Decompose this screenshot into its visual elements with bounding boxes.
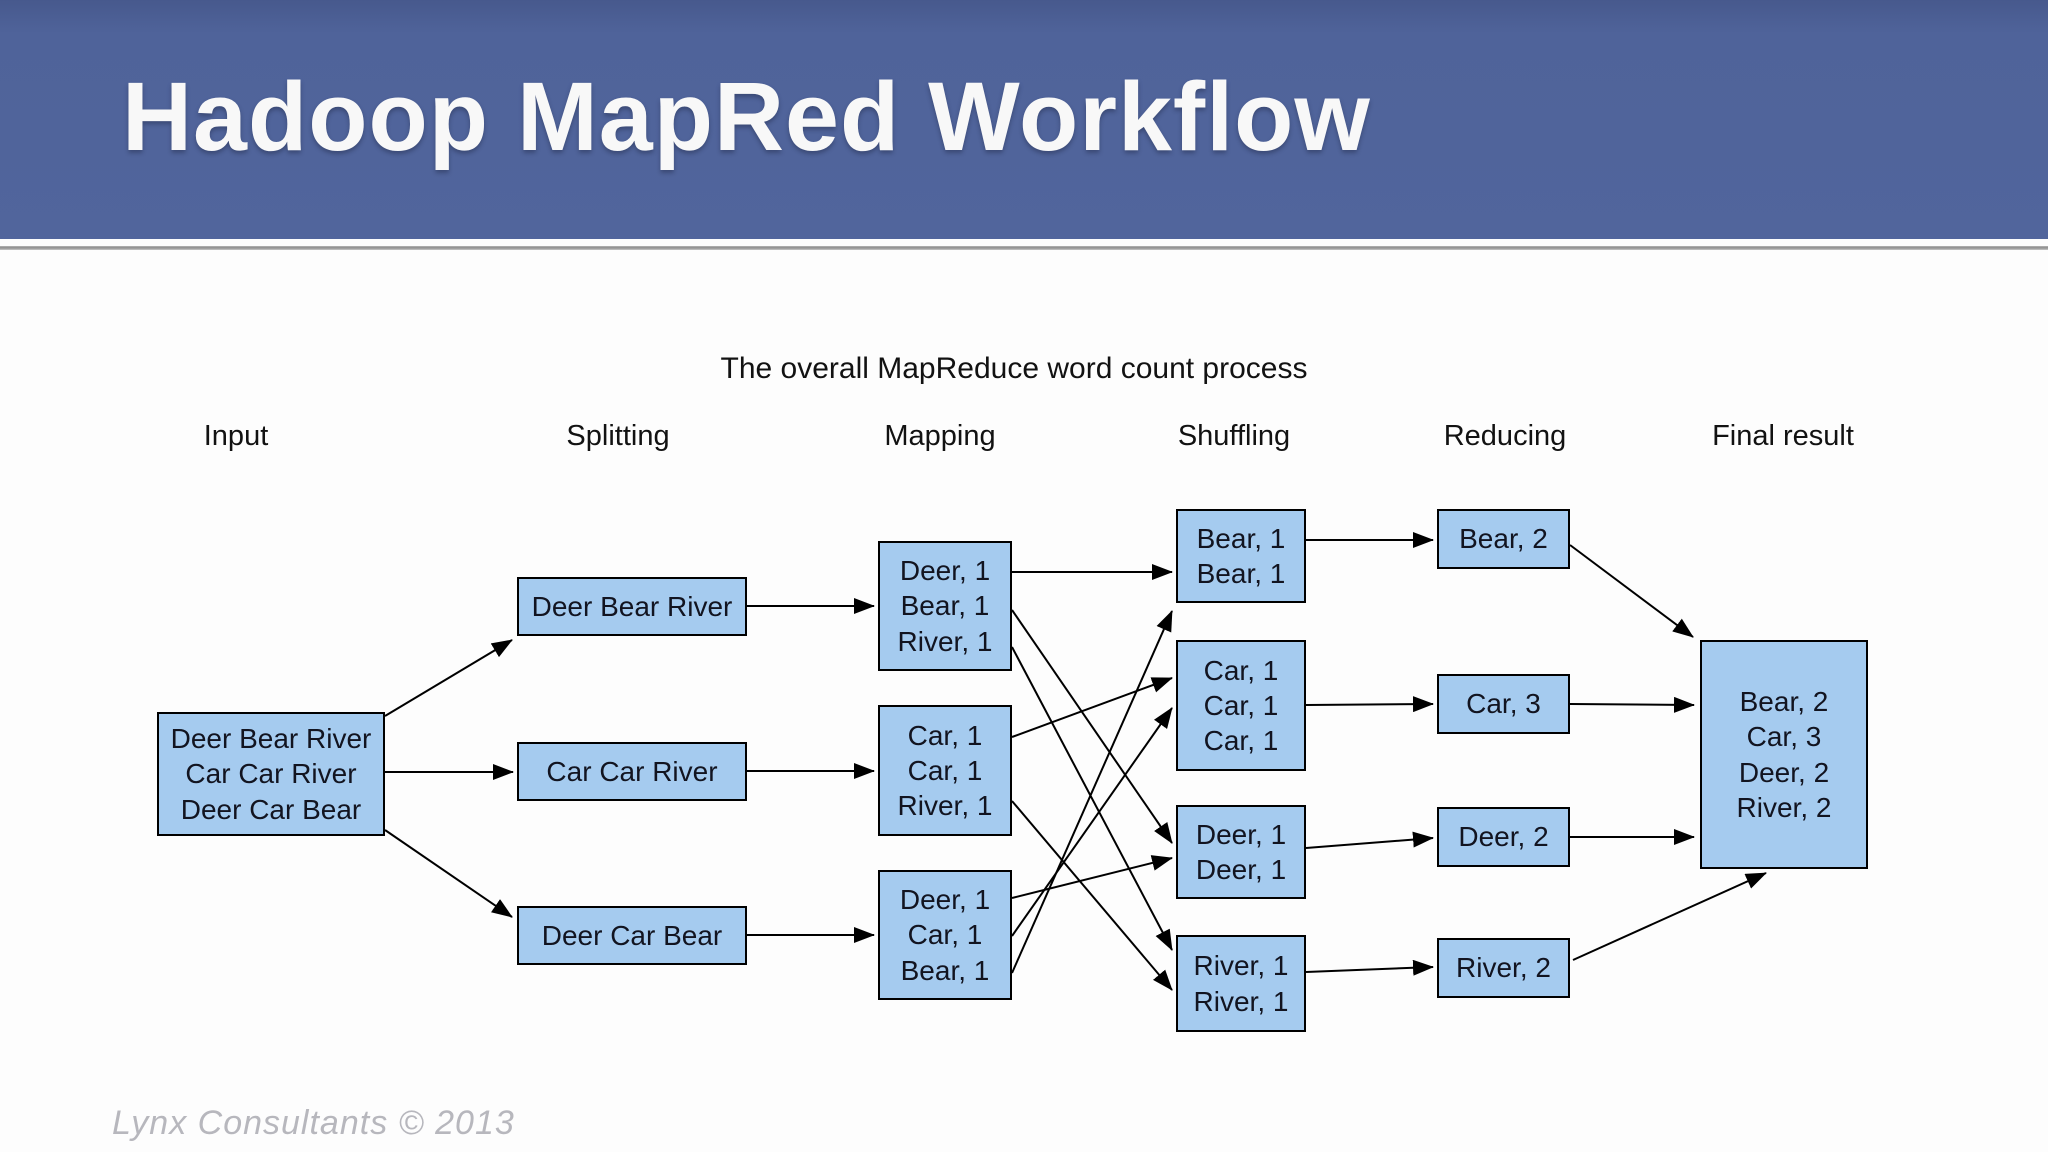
arrow-reduce4-final xyxy=(1572,872,1767,961)
column-header-reducing: Reducing xyxy=(1443,420,1567,452)
column-header-final-result: Final result xyxy=(1712,420,1854,452)
split-box-2: Car Car River xyxy=(517,742,747,801)
input-box: Deer Bear River Car Car River Deer Car B… xyxy=(157,712,385,836)
arrow-reduce2-final xyxy=(1569,696,1695,713)
diagram-subtitle: The overall MapReduce word count process xyxy=(720,352,1308,385)
arrow-input-split3 xyxy=(384,829,513,918)
column-header-splitting: Splitting xyxy=(566,420,670,452)
split-box-3: Deer Car Bear xyxy=(517,906,747,965)
shuffle-box-3: Deer, 1 Deer, 1 xyxy=(1176,805,1306,899)
arrow-shuffle2-reduce2 xyxy=(1305,696,1434,713)
arrow-map2-shuffle-car xyxy=(1011,677,1173,738)
footer-credit: Lynx Consultants © 2013 xyxy=(112,1104,515,1142)
reduce-box-2: Car, 3 xyxy=(1437,674,1570,734)
column-header-shuffling: Shuffling xyxy=(1177,420,1291,452)
arrow-shuffle3-reduce3 xyxy=(1305,831,1434,849)
split-box-1: Deer Bear River xyxy=(517,577,747,636)
arrow-shuffle4-reduce4 xyxy=(1305,959,1434,976)
shuffle-box-1: Bear, 1 Bear, 1 xyxy=(1176,509,1306,603)
arrow-map3-shuffle-bear xyxy=(1011,610,1173,974)
map-box-2: Car, 1 Car, 1 River, 1 xyxy=(878,705,1012,836)
column-header-mapping: Mapping xyxy=(884,420,996,452)
reduce-box-4: River, 2 xyxy=(1437,938,1570,998)
arrow-reduce1-final xyxy=(1569,544,1694,638)
column-header-input: Input xyxy=(203,420,269,452)
arrow-map3-shuffle-deer xyxy=(1011,855,1173,899)
shuffle-box-4: River, 1 River, 1 xyxy=(1176,935,1306,1032)
arrow-map3-shuffle-car xyxy=(1011,707,1173,937)
header-divider-line xyxy=(0,246,2048,250)
reduce-box-3: Deer, 2 xyxy=(1437,807,1570,867)
arrow-map1-shuffle-river xyxy=(1011,646,1173,951)
map-box-1: Deer, 1 Bear, 1 River, 1 xyxy=(878,541,1012,671)
arrow-input-split1 xyxy=(384,639,513,717)
header-banner: Hadoop MapRed Workflow xyxy=(0,0,2048,239)
slide-title: Hadoop MapRed Workflow xyxy=(122,62,1371,171)
reduce-box-1: Bear, 2 xyxy=(1437,509,1570,569)
shuffle-box-2: Car, 1 Car, 1 Car, 1 xyxy=(1176,640,1306,771)
arrow-map2-shuffle-river xyxy=(1011,800,1173,991)
final-result-box: Bear, 2 Car, 3 Deer, 2 River, 2 xyxy=(1700,640,1868,869)
map-box-3: Deer, 1 Car, 1 Bear, 1 xyxy=(878,870,1012,1000)
arrow-map1-shuffle-deer xyxy=(1011,609,1173,844)
